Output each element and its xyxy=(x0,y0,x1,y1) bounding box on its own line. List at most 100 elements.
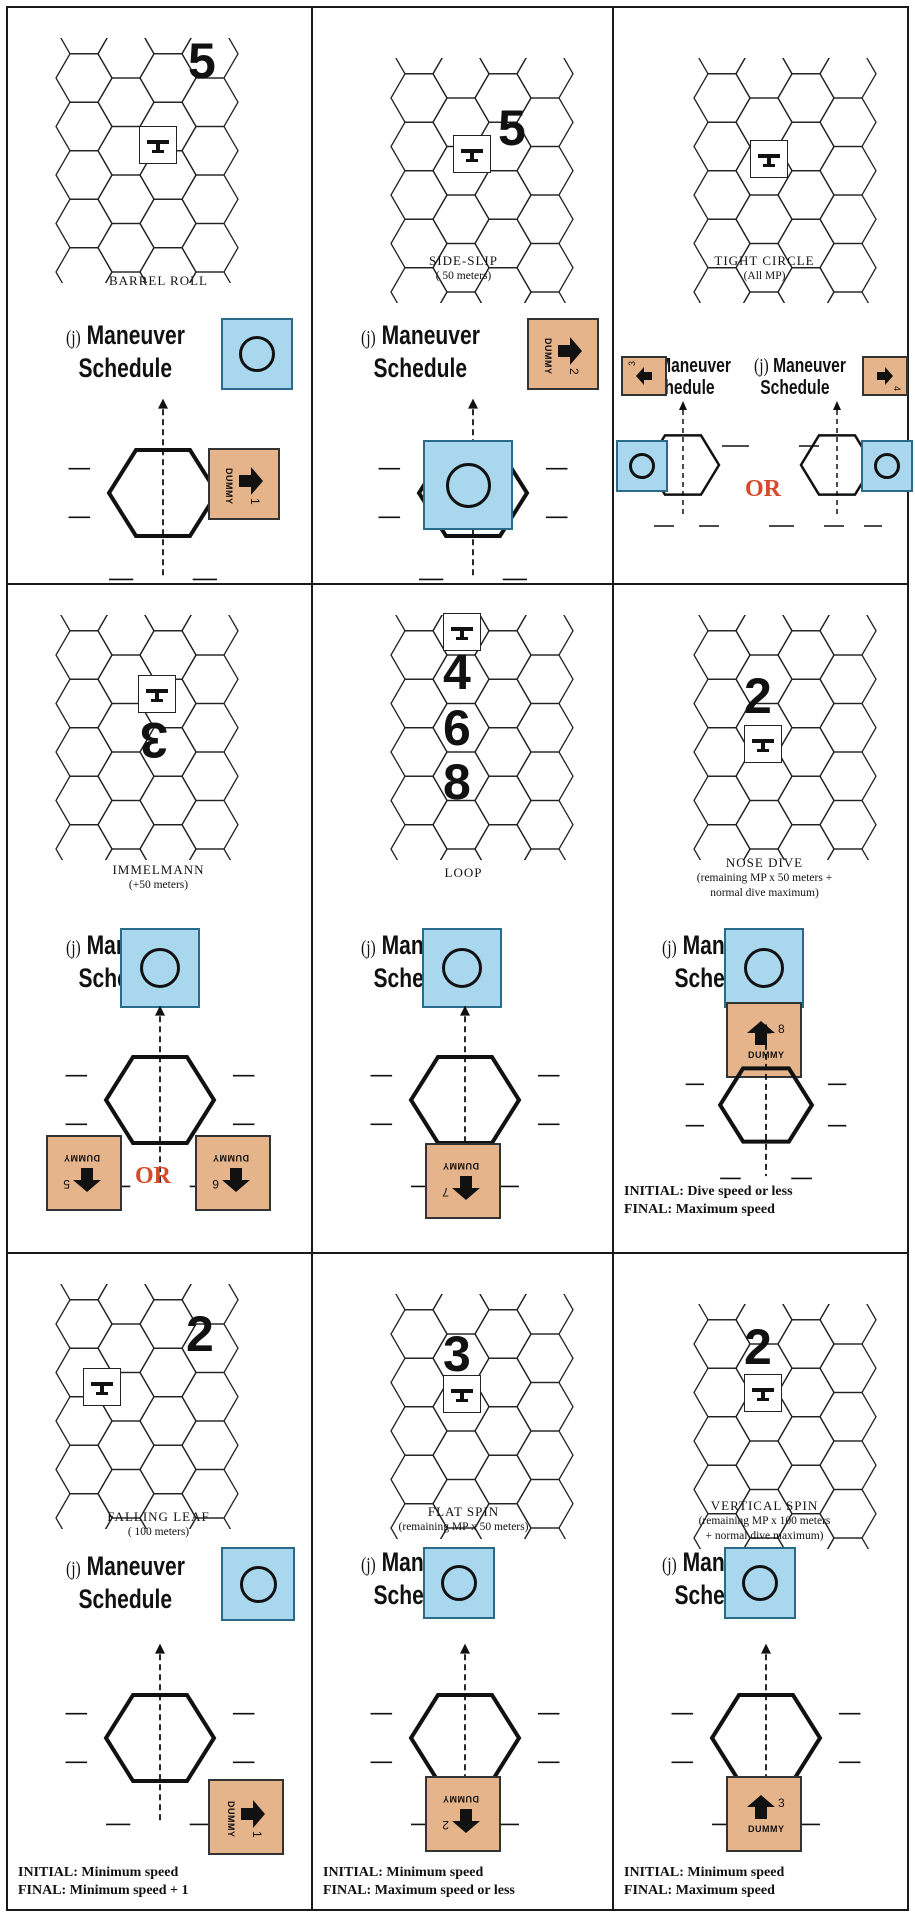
maneuver-name: FALLING LEAF xyxy=(107,1509,210,1524)
maneuver-counter xyxy=(724,1547,796,1619)
counter-number: 2 xyxy=(567,368,581,375)
circle-icon xyxy=(744,948,784,988)
hex-grid xyxy=(390,615,574,860)
hex-grid xyxy=(693,58,877,303)
counter-number: 3 xyxy=(778,1796,785,1810)
schedule-hex xyxy=(671,1643,861,1826)
maneuver-name: IMMELMANN xyxy=(112,862,205,877)
maneuver-detail: + normal dive maximum) xyxy=(705,1530,824,1542)
plane-icon xyxy=(451,627,473,640)
maneuver-counter xyxy=(221,318,293,390)
plane-icon xyxy=(147,140,169,153)
counter-number: 6 xyxy=(212,1177,219,1191)
altitude-number: 2 xyxy=(186,1306,214,1362)
altitude-number: 2 xyxy=(744,1319,772,1375)
maneuver-counter xyxy=(616,440,668,492)
initial-speed: INITIAL: Minimum speed xyxy=(323,1865,484,1880)
arrow-icon xyxy=(747,1795,775,1819)
maneuver-detail: (remaining MP x 100 meters xyxy=(698,1515,831,1527)
circle-icon xyxy=(629,453,655,479)
row-divider xyxy=(6,1252,909,1254)
column-divider xyxy=(612,6,614,1911)
plane-counter xyxy=(453,135,491,173)
circle-icon xyxy=(239,336,275,372)
plane-counter xyxy=(443,1375,481,1413)
hex xyxy=(735,799,793,850)
dummy-label: DUMMY xyxy=(748,1824,785,1834)
initial-speed: INITIAL: Minimum speed xyxy=(18,1865,179,1880)
arrow-icon xyxy=(239,467,263,495)
dummy-label: DUMMY xyxy=(442,1794,480,1804)
hex xyxy=(819,799,877,850)
counter-number: 3 xyxy=(627,360,637,366)
schedule-hex xyxy=(645,401,882,527)
schedule-word: Schedule xyxy=(760,377,830,399)
final-speed: FINAL: Maximum speed xyxy=(624,1883,775,1898)
hex xyxy=(390,1454,448,1505)
dummy-counter: 2 DUMMY xyxy=(425,1776,501,1852)
hex-grid xyxy=(55,1284,239,1529)
maneuver-detail: ( 100 meters) xyxy=(127,1526,190,1538)
counter-number: 5 xyxy=(63,1177,70,1191)
altitude-number: 3 xyxy=(443,1326,471,1382)
j-marker: (j) xyxy=(66,937,81,959)
final-speed: FINAL: Minimum speed + 1 xyxy=(18,1883,189,1898)
schedule-word: Maneuver xyxy=(773,355,846,377)
arrow-icon xyxy=(241,1800,265,1828)
row-divider xyxy=(6,583,909,585)
circle-icon xyxy=(441,1565,477,1601)
circle-icon xyxy=(442,948,482,988)
final-speed: FINAL: Maximum speed xyxy=(624,1202,775,1217)
maneuver-counter xyxy=(724,928,804,1008)
schedule-hex xyxy=(370,1005,560,1188)
or-label: OR xyxy=(745,476,781,502)
circle-icon xyxy=(239,1565,277,1603)
hex xyxy=(523,291,567,303)
arrow-icon xyxy=(636,367,652,385)
hex xyxy=(523,1527,567,1539)
j-marker: (j) xyxy=(662,937,677,959)
maneuver-detail: normal dive maximum) xyxy=(710,887,819,899)
maneuver-detail: (remaining MP x 50 meters + xyxy=(696,872,833,884)
schedule-word: Maneuver xyxy=(86,1551,185,1581)
maneuver-counter xyxy=(423,440,513,530)
schedule-hex xyxy=(65,1643,255,1826)
arrow-icon xyxy=(452,1176,480,1200)
schedule-hex xyxy=(370,1643,560,1826)
hex xyxy=(523,848,567,860)
hex xyxy=(188,271,232,283)
counter-number: 2 xyxy=(442,1818,449,1832)
j-marker: (j) xyxy=(754,355,769,377)
circle-icon xyxy=(742,1565,778,1601)
j-marker: (j) xyxy=(361,327,376,349)
j-marker: (j) xyxy=(66,1558,81,1580)
altitude-number: 5 xyxy=(498,100,526,156)
schedule-word: Maneuver xyxy=(86,320,185,350)
hex xyxy=(181,799,239,850)
maneuver-counter xyxy=(423,1547,495,1619)
hex xyxy=(97,799,155,850)
maneuver-counter xyxy=(422,928,502,1008)
schedule-word: Maneuver xyxy=(381,320,480,350)
maneuver-detail: ( 50 meters) xyxy=(435,270,492,282)
hex xyxy=(97,222,155,273)
plane-icon xyxy=(752,1388,774,1401)
altitude-number: 5 xyxy=(188,33,216,89)
plane-counter xyxy=(744,725,782,763)
dummy-label: DUMMY xyxy=(442,1161,480,1171)
hex xyxy=(188,1517,232,1529)
final-speed: FINAL: Maximum speed or less xyxy=(323,1883,515,1898)
hex xyxy=(181,222,239,273)
counter-number: 1 xyxy=(248,498,262,505)
altitude-number: 6 xyxy=(443,700,471,756)
hex-grid xyxy=(693,1304,877,1549)
plane-counter xyxy=(83,1368,121,1406)
